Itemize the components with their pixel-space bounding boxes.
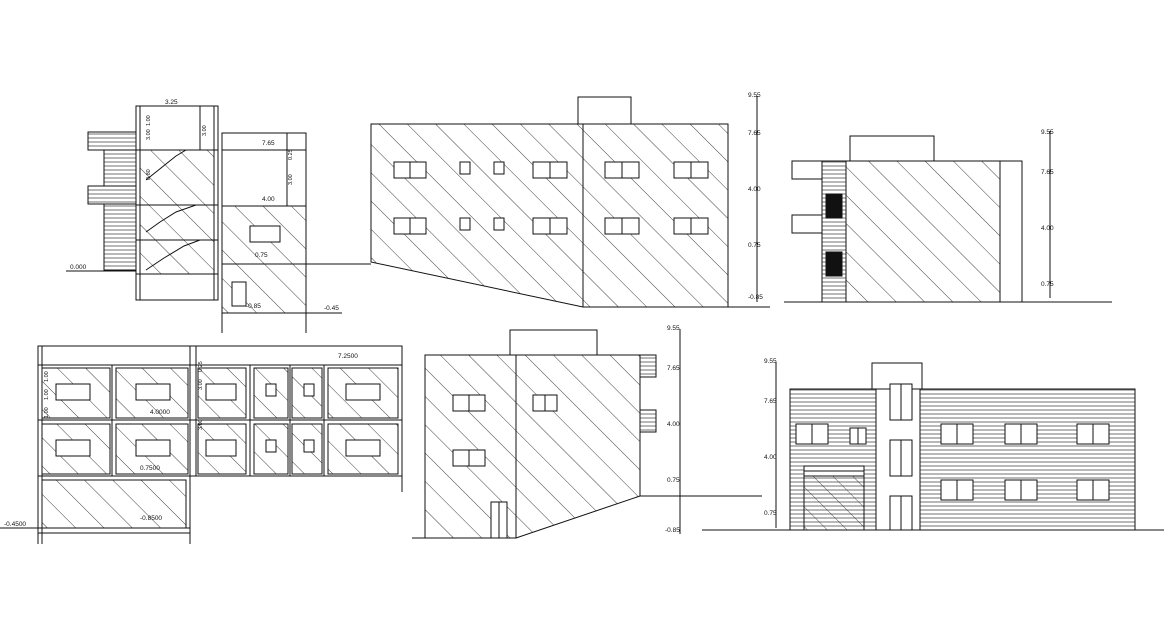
vert-dim-label: 0.80: [146, 169, 152, 180]
level-label: 0.75: [255, 252, 268, 259]
level-label: 7.65: [667, 365, 680, 372]
level-label: -0.45: [324, 305, 339, 312]
level-label: 9.55: [1041, 129, 1054, 136]
level-label: 0.7500: [140, 465, 160, 472]
level-label: 4.0000: [150, 409, 170, 416]
elevation-front-left-view: [316, 96, 770, 308]
labels-elevation-side-right: 9.55 7.65 4.00 0.75: [1041, 129, 1054, 288]
level-label: 4.00: [764, 454, 777, 461]
level-label: 7.2500: [338, 353, 358, 360]
level-label: -0.85: [748, 294, 763, 301]
level-label: 7.65: [748, 130, 761, 137]
level-label: 7.65: [262, 140, 275, 147]
vert-dim-label: 1.00: [146, 115, 152, 126]
level-label: 0.75: [748, 242, 761, 249]
vert-dim-label: 3.00: [146, 129, 152, 140]
vert-dim-label: 3.00: [198, 419, 204, 430]
vert-dim-label: 3.00: [288, 174, 294, 185]
level-label: 9.55: [764, 358, 777, 365]
level-label: 0.000: [70, 264, 87, 271]
vert-dim-label: 0.25: [288, 149, 294, 160]
level-label: 4.00: [1041, 225, 1054, 232]
level-label: -0.85: [246, 303, 261, 310]
level-label: 0.75: [764, 510, 777, 517]
level-label: 7.65: [764, 398, 777, 405]
level-label: 0.75: [1041, 281, 1054, 288]
vert-dim-label: 1.00: [44, 407, 50, 418]
elevation-side-left-view: [412, 329, 762, 539]
level-label: 4.00: [262, 196, 275, 203]
level-label: 7.65: [1041, 169, 1054, 176]
vert-dim-label: 3.00: [198, 379, 204, 390]
level-label: 0.75: [667, 477, 680, 484]
elevation-side-right-view: [784, 131, 1112, 303]
section-stair-view: [66, 105, 346, 333]
labels-elevation-front-left: 9.55 7.65 4.00 0.75 -0.85: [748, 92, 763, 301]
level-label: 4.00: [748, 186, 761, 193]
labels-elevation-rear: 9.55 7.65 4.00 0.75: [764, 358, 777, 517]
vert-dim-label: 1.00: [44, 389, 50, 400]
labels-section-stair: 3.25 7.65 4.00 0.75 0.000 -0.45 -0.85 3.…: [70, 99, 339, 312]
level-label: 9.55: [748, 92, 761, 99]
level-label: 4.00: [667, 421, 680, 428]
labels-section-long: 7.2500 4.0000 0.7500 -0.4500 -0.8500 1.0…: [4, 353, 358, 528]
vert-dim-label: 3.00: [202, 125, 208, 136]
vert-dim-label: 0.25: [198, 361, 204, 372]
level-label: -0.8500: [140, 515, 162, 522]
level-label: -0.4500: [4, 521, 26, 528]
section-long-view: [0, 345, 403, 544]
level-label: 9.55: [667, 325, 680, 332]
labels-elevation-side-left: 9.55 7.65 4.00 0.75 -0.85: [665, 325, 680, 534]
vert-dim-label: 1.00: [44, 371, 50, 382]
level-label: -0.85: [665, 527, 680, 534]
dim-label: 3.25: [165, 99, 178, 106]
elevation-rear-view: [702, 362, 1164, 531]
